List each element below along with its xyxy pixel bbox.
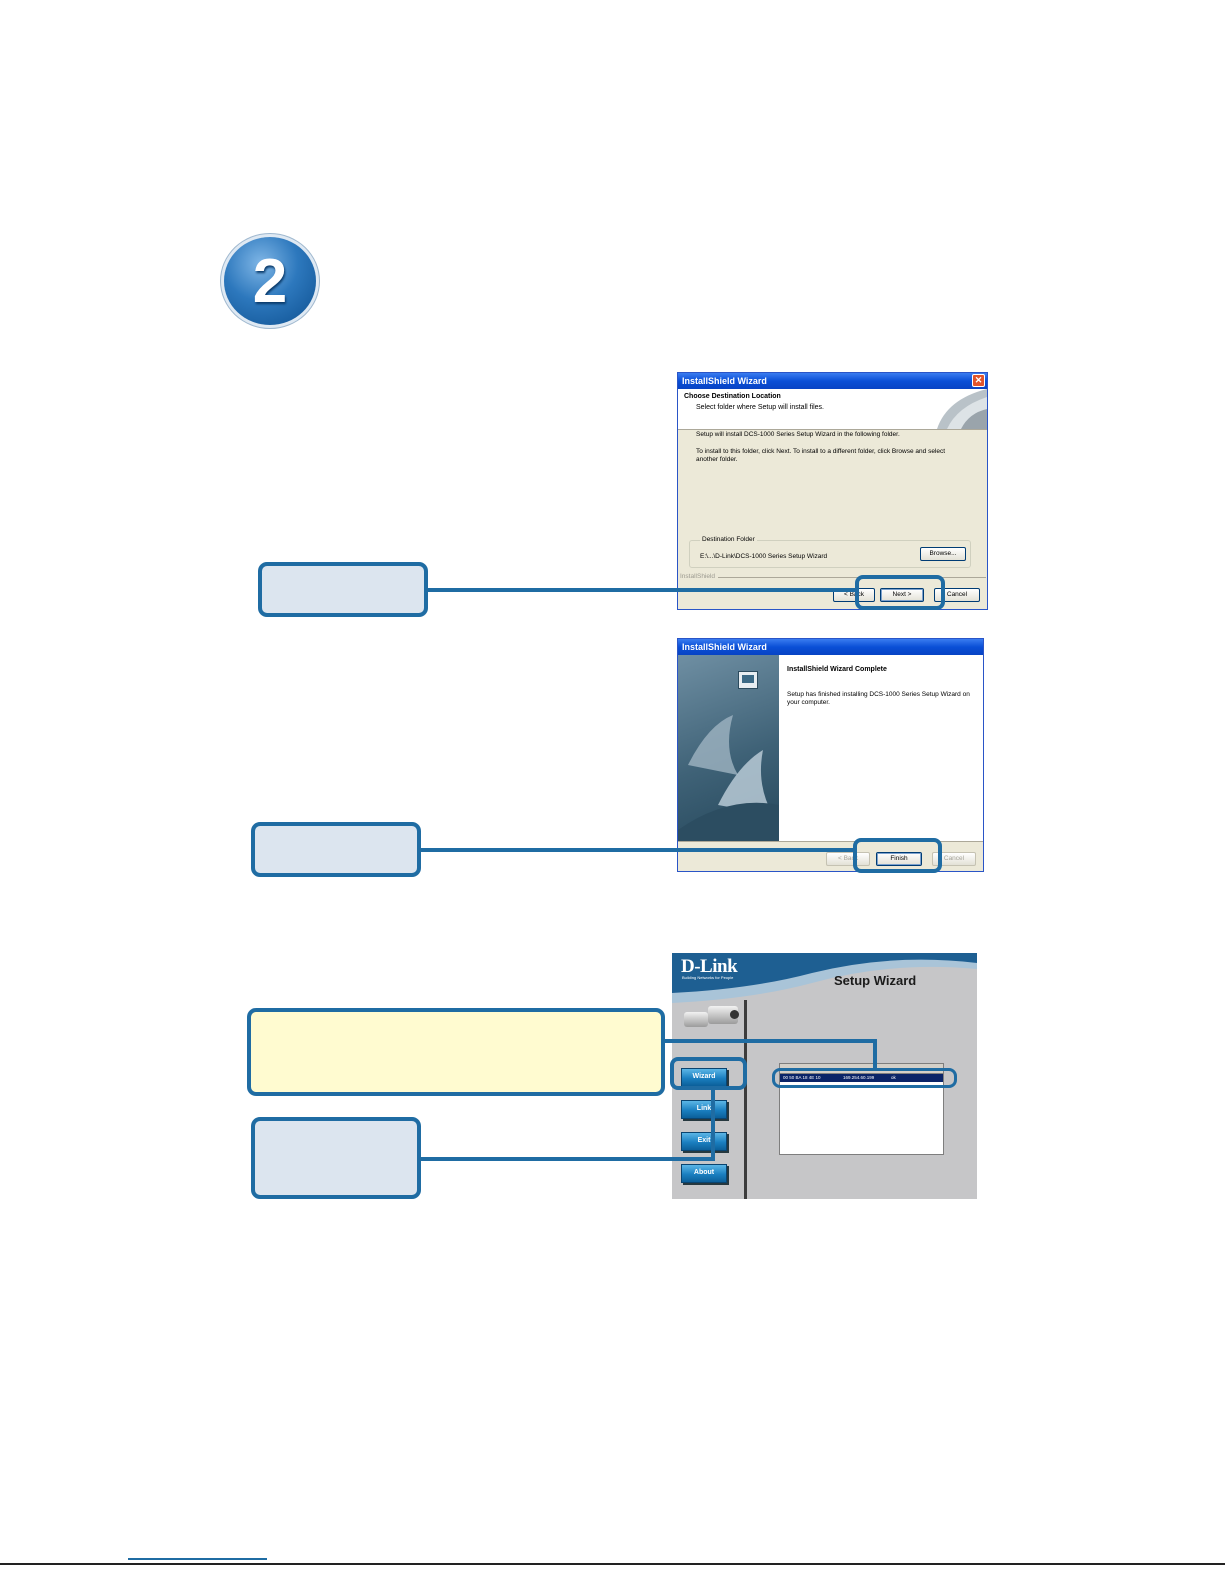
setup-wizard-window: D-Link Building Networks for People Setu… bbox=[672, 953, 977, 1199]
exit-button[interactable]: Exit bbox=[681, 1132, 727, 1151]
install-text-3: another folder. bbox=[696, 456, 738, 463]
close-icon[interactable]: ✕ bbox=[972, 374, 985, 387]
next-button-highlight bbox=[855, 575, 945, 610]
setup-wizard-title: Setup Wizard bbox=[834, 973, 917, 988]
device-ip: 169.254.60.199 bbox=[843, 1075, 875, 1080]
complete-body-1: Setup has finished installing DCS-1000 S… bbox=[787, 691, 970, 698]
cancel-button[interactable]: Cancel bbox=[934, 588, 980, 602]
callout-wizard-connector-v bbox=[711, 1089, 715, 1161]
installshield-divider bbox=[718, 577, 986, 578]
complete-body-2: your computer. bbox=[787, 699, 830, 706]
link-button[interactable]: Link bbox=[681, 1100, 727, 1119]
complete-heading: InstallShield Wizard Complete bbox=[787, 666, 887, 673]
complete-dialog-titlebar: InstallShield Wizard bbox=[678, 639, 983, 655]
callout-finish-connector bbox=[420, 848, 857, 852]
sail-graphic-icon bbox=[678, 715, 779, 841]
step-number: 2 bbox=[252, 246, 288, 316]
callout-finish bbox=[251, 822, 421, 877]
callout-wizard bbox=[251, 1117, 421, 1199]
header-subtitle: Select folder where Setup will install f… bbox=[696, 404, 825, 411]
dlink-tagline: Building Networks for People bbox=[682, 975, 734, 980]
install-dialog: InstallShield Wizard ✕ Choose Destinatio… bbox=[677, 372, 988, 610]
callout-wizard-connector-h bbox=[420, 1157, 715, 1161]
destination-folder-label: Destination Folder bbox=[700, 536, 757, 543]
install-text-2: To install to this folder, click Next. T… bbox=[696, 448, 946, 455]
finish-button[interactable]: Finish bbox=[876, 852, 922, 866]
destination-path: E:\...\D-Link\DCS-1000 Series Setup Wiza… bbox=[700, 553, 828, 560]
device-mac: 00 50 BA 18 4E 10 bbox=[783, 1075, 821, 1080]
callout-select-device bbox=[247, 1008, 665, 1096]
step-number-badge: 2 bbox=[224, 237, 316, 325]
destination-folder-group: Destination Folder E:\...\D-Link\DCS-100… bbox=[689, 536, 971, 568]
install-dialog-header: Choose Destination Location Select folde… bbox=[678, 389, 987, 430]
footer-rule-accent bbox=[128, 1558, 267, 1560]
callout-select-connector-v bbox=[873, 1039, 877, 1070]
dlink-logo: D-Link bbox=[681, 956, 738, 977]
callout-next-connector bbox=[427, 588, 857, 592]
install-text-1: Setup will install DCS-1000 Series Setup… bbox=[696, 431, 900, 438]
header-title: Choose Destination Location bbox=[684, 393, 781, 400]
browse-button[interactable]: Browse... bbox=[920, 547, 966, 561]
complete-side-graphic bbox=[678, 655, 779, 841]
installshield-brand: InstallShield bbox=[680, 573, 716, 580]
installshield-graphic-icon bbox=[937, 389, 987, 429]
install-dialog-titlebar: InstallShield Wizard ✕ bbox=[678, 373, 987, 389]
install-dialog-title: InstallShield Wizard bbox=[682, 376, 767, 386]
left-panel-divider bbox=[744, 1000, 747, 1199]
callout-next bbox=[258, 562, 428, 617]
footer-rule bbox=[0, 1563, 1225, 1565]
wizard-button-highlight bbox=[670, 1057, 747, 1090]
complete-dialog: InstallShield Wizard InstallShield Wizar… bbox=[677, 638, 984, 872]
complete-back-button[interactable]: < Back bbox=[826, 852, 870, 866]
complete-dialog-title: InstallShield Wizard bbox=[682, 642, 767, 652]
computer-icon bbox=[738, 671, 758, 689]
finish-button-highlight bbox=[853, 838, 942, 873]
camera-image bbox=[678, 998, 746, 1040]
callout-select-connector-h bbox=[663, 1039, 877, 1043]
device-status: ok bbox=[891, 1075, 896, 1080]
about-button[interactable]: About bbox=[681, 1164, 727, 1183]
complete-cancel-button[interactable]: Cancel bbox=[932, 852, 976, 866]
device-row[interactable]: 00 50 BA 18 4E 10 169.254.60.199 ok bbox=[780, 1074, 943, 1082]
next-button[interactable]: Next > bbox=[880, 588, 924, 602]
setup-wizard-banner bbox=[672, 953, 977, 1003]
device-row-highlight bbox=[772, 1068, 957, 1088]
